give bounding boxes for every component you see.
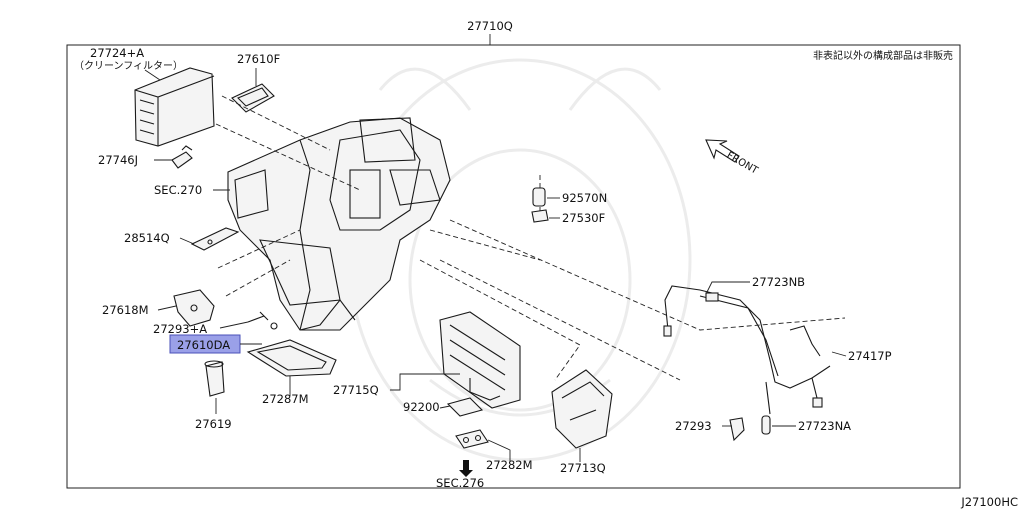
callout-27618m[interactable]: 27618M xyxy=(102,303,149,317)
callout-27417p[interactable]: 27417P xyxy=(848,349,892,363)
callout-sec276[interactable]: SEC.276 xyxy=(436,476,484,490)
callout-27713q[interactable]: 27713Q xyxy=(560,461,606,475)
front-direction-arrow: FRONT xyxy=(705,139,761,177)
expansion-valve-92200-part[interactable] xyxy=(446,397,484,417)
reference-code: J27100HC xyxy=(960,495,1018,509)
callout-27293a[interactable]: 27293+A xyxy=(153,322,207,336)
callout-27530f[interactable]: 27530F xyxy=(562,211,605,225)
callout-27293[interactable]: 27293 xyxy=(675,419,712,433)
bracket-28514q-part[interactable] xyxy=(190,227,240,251)
screw-27293-part[interactable] xyxy=(729,417,745,442)
nut-27530f-part[interactable] xyxy=(531,209,549,223)
sec276-arrow xyxy=(459,460,473,477)
callout-27724a[interactable]: 27724+A xyxy=(90,46,144,60)
callout-sec270[interactable]: SEC.270 xyxy=(154,183,202,197)
callout-27282m[interactable]: 27282M xyxy=(486,458,533,472)
wire-harness-part[interactable] xyxy=(663,285,831,435)
callout-27610da[interactable]: 27610DA xyxy=(177,338,230,352)
clip-27746j-part[interactable] xyxy=(171,145,193,169)
assembly-label[interactable]: 27710Q xyxy=(467,19,513,33)
callout-28514q[interactable]: 28514Q xyxy=(124,231,170,245)
callout-27287m[interactable]: 27287M xyxy=(262,392,309,406)
gasket-27610da-part[interactable] xyxy=(246,339,337,377)
callout-92200[interactable]: 92200 xyxy=(403,400,440,414)
clean-filter-part[interactable] xyxy=(134,67,215,147)
actuator-27713q-part[interactable] xyxy=(551,369,613,449)
callout-27724a-sub: （クリーンフィルター） xyxy=(74,60,183,72)
bolt-92570n-part[interactable] xyxy=(532,187,546,207)
callout-92570n[interactable]: 92570N xyxy=(562,191,607,205)
bracket-27618m-part[interactable] xyxy=(173,289,215,327)
evaporator-27715q-part[interactable] xyxy=(439,311,521,409)
front-label: FRONT xyxy=(725,150,761,177)
gasket-27610f-part[interactable] xyxy=(231,83,275,113)
cap-27619-part[interactable] xyxy=(204,360,225,397)
callout-27715q[interactable]: 27715Q xyxy=(333,383,379,397)
gasket-27282m-part[interactable] xyxy=(455,429,489,449)
not-sold-note: 非表記以外の構成部品は非販売 xyxy=(813,49,953,62)
screw-27293a-part[interactable] xyxy=(247,311,278,330)
callout-27746j[interactable]: 27746J xyxy=(98,153,138,167)
heater-unit-housing[interactable] xyxy=(227,117,451,331)
callout-27723na[interactable]: 27723NA xyxy=(798,419,851,433)
callout-27723nb[interactable]: 27723NB xyxy=(752,275,805,289)
callout-27610f[interactable]: 27610F xyxy=(237,52,280,66)
diagram-frame xyxy=(66,44,961,489)
callout-27619[interactable]: 27619 xyxy=(195,417,232,431)
